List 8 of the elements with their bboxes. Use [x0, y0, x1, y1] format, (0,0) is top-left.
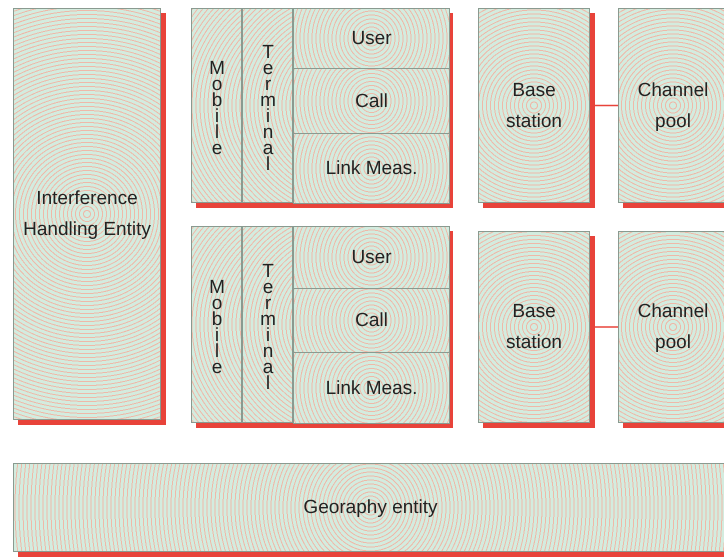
entity-box: Link Meas.: [293, 352, 450, 424]
entity-box: Link Meas.: [293, 133, 450, 204]
component-box: [242, 8, 449, 203]
entity-box: User: [293, 226, 450, 289]
entity-box: User: [293, 8, 450, 69]
entity-box: Call: [293, 68, 450, 134]
entity-box: Call: [293, 288, 450, 353]
component-box: [242, 226, 449, 423]
